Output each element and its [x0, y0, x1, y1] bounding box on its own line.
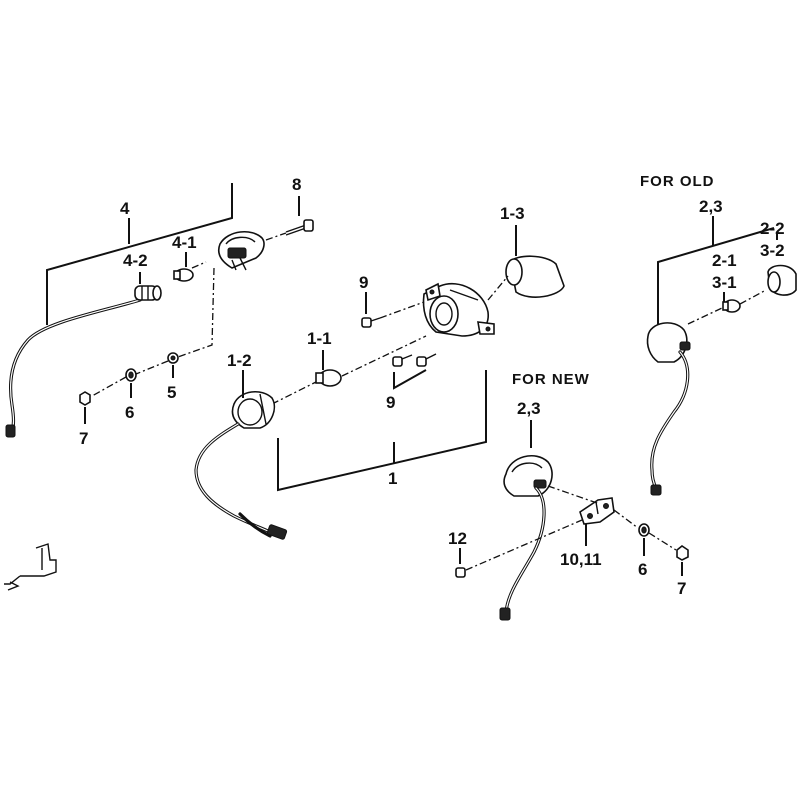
- lamp-housing-new: [503, 454, 553, 497]
- wire-connector-1-2: [266, 524, 288, 540]
- bracket-part-10-11: [579, 497, 615, 525]
- rear-turn-signal-assembly-left: [5, 183, 314, 438]
- label-1-3: 1-3: [500, 204, 525, 223]
- socket-part-4-2: [134, 285, 162, 301]
- wire-connector-new: [499, 607, 511, 621]
- lens-part-1-3: [505, 255, 565, 298]
- label-7-left: 7: [79, 429, 88, 448]
- lamp-housing-old: [646, 322, 691, 363]
- washer-part-5: [167, 352, 179, 364]
- screw-part-12: [455, 567, 466, 578]
- header-for-new: FOR NEW: [512, 371, 590, 388]
- lens-part-2-2: [767, 264, 797, 296]
- label-2-2: 2-2: [760, 219, 785, 238]
- label-1: 1: [388, 469, 397, 488]
- lamp-housing-part-1: [422, 282, 495, 337]
- label-3-1: 3-1: [712, 273, 737, 292]
- screw-part-8: [285, 219, 314, 236]
- leader-bracket-4: [46, 183, 233, 325]
- label-9-top: 9: [359, 273, 368, 292]
- label-4-1: 4-1: [172, 233, 197, 252]
- nut-part-7: [79, 391, 91, 406]
- washer-part-6-new: [638, 523, 650, 537]
- screw-part-9: [361, 317, 381, 328]
- for-old-assembly: [646, 216, 797, 496]
- wire-connector-old: [650, 484, 662, 496]
- wire-connector: [5, 424, 16, 438]
- bulb-part-4-1: [173, 268, 194, 282]
- motorcycle-locator-icon: [4, 543, 57, 591]
- label-4-2: 4-2: [123, 251, 148, 270]
- for-new-assembly: [455, 420, 689, 621]
- label-2-3-old: 2,3: [699, 197, 723, 216]
- label-12: 12: [448, 529, 467, 548]
- front-turn-signal-assembly: [194, 225, 565, 540]
- label-6-left: 6: [125, 403, 134, 422]
- lamp-housing-part-4: [217, 231, 265, 271]
- nut-part-7-new: [676, 545, 689, 561]
- bulb-part-1-1: [315, 369, 342, 387]
- label-2-1: 2-1: [712, 251, 737, 270]
- screws-part-9-pair: [392, 353, 437, 367]
- label-1-1: 1-1: [307, 329, 332, 348]
- leader-bracket-1: [277, 370, 487, 492]
- label-7-right: 7: [677, 579, 686, 598]
- label-6-right: 6: [638, 560, 647, 579]
- header-for-old: FOR OLD: [640, 173, 715, 190]
- bulb-part-2-1: [722, 299, 741, 313]
- label-5: 5: [167, 383, 176, 402]
- label-4: 4: [120, 199, 130, 218]
- label-9-bottom: 9: [386, 393, 395, 412]
- label-10-11: 10,11: [560, 550, 602, 569]
- socket-part-1-2: [231, 391, 276, 429]
- leader-bracket-2-3-old: [657, 227, 775, 326]
- leader-9-bottom: [393, 369, 427, 390]
- label-1-2: 1-2: [227, 351, 252, 370]
- label-3-2: 3-2: [760, 241, 785, 260]
- label-8: 8: [292, 175, 301, 194]
- label-2-3-new: 2,3: [517, 399, 541, 418]
- washer-part-6: [125, 368, 137, 382]
